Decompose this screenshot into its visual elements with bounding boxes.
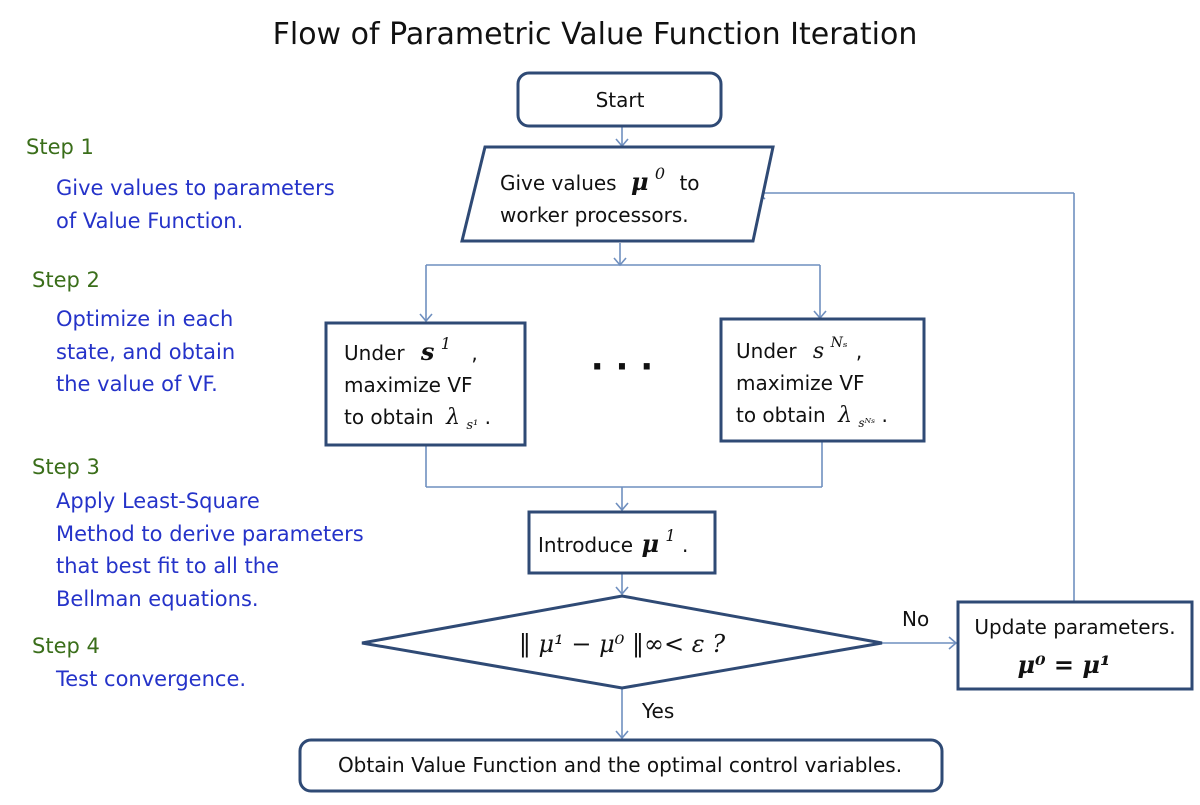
start-node-label: Start bbox=[596, 88, 645, 112]
optimize-state-1-lambda-sub: s¹ bbox=[466, 418, 478, 433]
introduce-period: . bbox=[682, 533, 688, 557]
step-2-line-3: the value of VF. bbox=[56, 372, 218, 396]
update-parameters-line-2: μ⁰ = μ¹ bbox=[1018, 650, 1111, 679]
optimize-state-1-line-2: maximize VF bbox=[344, 373, 473, 397]
step-2-description: Step 2 Optimize in each state, and obtai… bbox=[32, 268, 235, 396]
optimize-state-1-s-sup: 1 bbox=[441, 334, 451, 353]
step-3-description: Step 3 Apply Least-Square Method to deri… bbox=[32, 455, 364, 611]
give-values-node-shape bbox=[460, 145, 775, 243]
optimize-state-ns-line-2: maximize VF bbox=[736, 371, 865, 395]
step-3-line-4: Bellman equations. bbox=[56, 587, 259, 611]
step-1-line-2: of Value Function. bbox=[56, 209, 243, 233]
optimize-state-ns-comma: , bbox=[856, 339, 862, 363]
optimize-state-1-line-1: Under s 1 , bbox=[344, 330, 478, 366]
introduce-text: Introduce bbox=[538, 533, 633, 557]
arrowhead-yes-branch bbox=[615, 730, 629, 740]
optimize-state-1-s: s bbox=[420, 337, 435, 366]
update-parameters-node: Update parameters. μ⁰ = μ¹ bbox=[956, 600, 1194, 691]
introduce-node-shape bbox=[527, 510, 717, 575]
convergence-test-shape bbox=[361, 594, 883, 690]
end-node: Obtain Value Function and the optimal co… bbox=[298, 738, 944, 793]
optimize-state-ns-period: . bbox=[882, 403, 888, 427]
step-3-heading: Step 3 bbox=[32, 455, 100, 479]
optimize-state-1-line-3: to obtain λ s¹ . bbox=[344, 405, 491, 434]
optimize-state-1-to-obtain: to obtain bbox=[344, 405, 434, 429]
arrowhead-split-left bbox=[419, 313, 433, 323]
end-node-label: Obtain Value Function and the optimal co… bbox=[338, 753, 902, 777]
optimize-state-ns-line-3: to obtain λ sᴺˢ . bbox=[736, 403, 888, 432]
optimize-state-1-comma: , bbox=[471, 341, 477, 365]
convergence-test-node: ‖ μ¹ − μ⁰ ‖∞< ε ? bbox=[361, 594, 883, 690]
optimize-state-ns-s-sup: Nₛ bbox=[830, 335, 848, 351]
ellipsis: · · · bbox=[591, 347, 653, 387]
step-1-description: Step 1 Give values to parameters of Valu… bbox=[26, 135, 335, 233]
optimize-state-1-lambda: λ bbox=[445, 405, 460, 430]
give-values-mu: μ bbox=[631, 167, 649, 196]
optimize-state-ns-node: Under s Nₛ , maximize VF to obtain λ sᴺˢ… bbox=[719, 317, 926, 443]
introduce-node: Introduce μ 1 . bbox=[527, 510, 717, 575]
optimize-state-ns-to-obtain: to obtain bbox=[736, 403, 826, 427]
step-2-heading: Step 2 bbox=[32, 268, 100, 292]
step-3-line-3: that best fit to all the bbox=[56, 554, 279, 578]
give-values-mu-sup: 0 bbox=[655, 164, 665, 183]
optimize-state-ns-shape bbox=[719, 317, 926, 443]
give-values-line-1: Give values μ 0 to bbox=[500, 160, 700, 196]
connectors bbox=[419, 126, 1075, 740]
arrowhead-merge-down bbox=[615, 502, 629, 512]
introduce-node-label: Introduce μ 1 . bbox=[538, 522, 688, 558]
give-values-node: Give values μ 0 to worker processors. bbox=[460, 145, 775, 243]
step-3-line-2: Method to derive parameters bbox=[56, 522, 364, 546]
step-1-line-1: Give values to parameters bbox=[56, 176, 335, 200]
optimize-state-ns-under: Under bbox=[736, 339, 797, 363]
give-values-line-2: worker processors. bbox=[500, 203, 689, 227]
step-1-heading: Step 1 bbox=[26, 135, 94, 159]
optimize-state-ns-s: s bbox=[813, 339, 824, 364]
start-node-shape bbox=[516, 71, 723, 128]
give-values-to: to bbox=[679, 171, 699, 195]
step-2-line-2: state, and obtain bbox=[56, 340, 235, 364]
step-4-line-1: Test convergence. bbox=[55, 667, 246, 691]
start-node: Start bbox=[516, 71, 723, 128]
edge-label-no: No bbox=[902, 607, 929, 631]
diagram-title: Flow of Parametric Value Function Iterat… bbox=[273, 17, 918, 52]
convergence-test-label: ‖ μ¹ − μ⁰ ‖∞< ε ? bbox=[519, 630, 725, 659]
give-values-text: Give values bbox=[500, 171, 617, 195]
step-4-description: Step 4 Test convergence. bbox=[32, 634, 246, 691]
optimize-state-ns-lambda-sub: sᴺˢ bbox=[858, 416, 875, 430]
step-2-line-1: Optimize in each bbox=[56, 307, 233, 331]
optimize-state-1-under: Under bbox=[344, 341, 405, 365]
introduce-mu-sup: 1 bbox=[665, 526, 675, 545]
arrowhead-introduce-to-test bbox=[615, 586, 629, 596]
optimize-state-1-shape bbox=[324, 321, 527, 447]
introduce-mu: μ bbox=[641, 529, 659, 558]
step-3-line-1: Apply Least-Square bbox=[56, 489, 260, 513]
optimize-state-ns-line-1: Under s Nₛ , bbox=[736, 328, 862, 364]
optimize-state-1-node: Under s 1 , maximize VF to obtain λ s¹ . bbox=[324, 321, 527, 447]
step-4-heading: Step 4 bbox=[32, 634, 100, 658]
update-parameters-shape bbox=[956, 600, 1194, 691]
optimize-state-1-period: . bbox=[485, 405, 491, 429]
edge-label-yes: Yes bbox=[641, 699, 674, 723]
update-parameters-line-1: Update parameters. bbox=[974, 615, 1175, 639]
optimize-state-ns-lambda: λ bbox=[837, 403, 852, 428]
arrowhead-no-branch bbox=[948, 636, 958, 650]
end-node-shape bbox=[298, 738, 944, 793]
